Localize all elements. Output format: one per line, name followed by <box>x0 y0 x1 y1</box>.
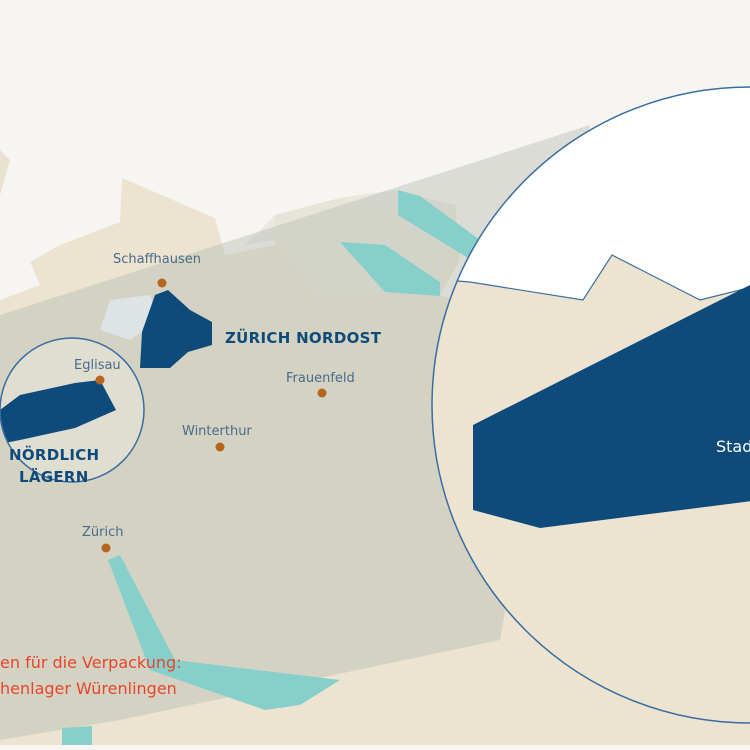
label-noerdlich-laegern-1: NÖRDLICH <box>9 445 99 464</box>
label-schaffhausen: Schaffhausen <box>113 252 201 267</box>
big-zoom-siting-area <box>473 280 750 528</box>
small-zoom-circle <box>0 337 145 483</box>
note-line-2: henlager Würenlingen <box>0 679 177 698</box>
zone-noerdlich-laegern <box>0 380 116 444</box>
big-zoom-circle <box>431 86 750 724</box>
town-dot-schaffhausen <box>157 278 167 288</box>
label-frauenfeld: Frauenfeld <box>286 371 355 386</box>
lake-zurich <box>108 555 340 710</box>
note-line-1: en für die Verpackung: <box>0 653 182 672</box>
lake <box>62 726 92 745</box>
town-dot-zuerich <box>101 543 111 553</box>
town-dot-eglisau <box>95 375 105 385</box>
big-zoom-border-line <box>432 254 750 301</box>
zoom-projection <box>0 125 590 740</box>
land-area-light <box>0 150 10 195</box>
lake <box>398 190 480 258</box>
town-dot-frauenfeld <box>317 388 327 398</box>
big-zoom-label: Stad <box>716 437 750 456</box>
zone-zuerich-nordost <box>140 290 212 368</box>
label-zuerich-nordost: ZÜRICH NORDOST <box>225 328 382 347</box>
label-zuerich: Zürich <box>82 525 124 540</box>
town-dot-winterthur <box>215 442 225 452</box>
label-winterthur: Winterthur <box>182 424 252 439</box>
label-eglisau: Eglisau <box>74 358 121 373</box>
label-noerdlich-laegern-2: LÄGERN <box>19 467 89 486</box>
lake <box>340 242 440 296</box>
